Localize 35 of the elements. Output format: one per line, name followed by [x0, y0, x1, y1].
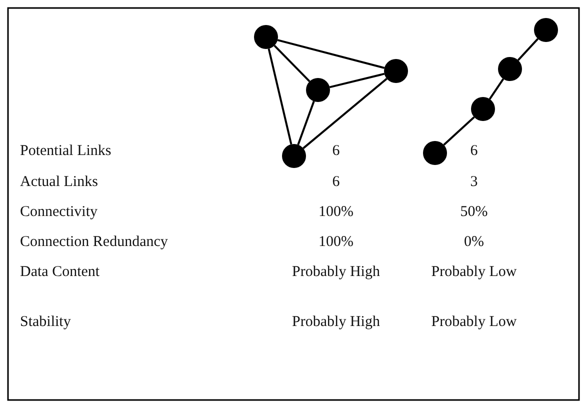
table-value: 6 — [331, 174, 341, 191]
graph-link — [277, 39, 385, 69]
table-value: 3 — [469, 174, 479, 191]
graph-link — [297, 100, 315, 146]
row-label: Connectivity — [20, 204, 98, 221]
graph-vertex — [498, 57, 522, 81]
graph-link — [274, 44, 310, 82]
table-value: Probably Low — [430, 264, 518, 281]
graph-link — [302, 78, 388, 150]
table-value: Probably High — [291, 314, 381, 331]
graph-vertex — [423, 141, 447, 165]
graph-link — [488, 78, 504, 100]
table-value: Probably Low — [430, 314, 518, 331]
table-value: 100% — [318, 234, 354, 251]
graph-link — [268, 48, 292, 145]
graph-vertex — [471, 97, 495, 121]
graph-vertex — [534, 18, 558, 42]
graph-vertex — [282, 144, 306, 168]
row-label: Data Content — [20, 264, 100, 281]
graph-vertex — [306, 78, 330, 102]
table-value: 50% — [459, 204, 489, 221]
table-value: 6 — [469, 143, 479, 160]
graph-link — [329, 72, 385, 88]
graph-link — [443, 116, 475, 146]
table-value: 100% — [318, 204, 354, 221]
graph-vertex — [254, 25, 278, 49]
row-label: Potential Links — [20, 143, 112, 160]
row-label: Connection Redundancy — [20, 234, 168, 251]
row-label: Actual Links — [20, 174, 98, 191]
table-value: 0% — [463, 234, 485, 251]
row-label: Stability — [20, 314, 71, 331]
graph-vertex — [384, 59, 408, 83]
table-value: 6 — [331, 143, 341, 160]
graph-link — [517, 38, 539, 61]
table-value: Probably High — [291, 264, 381, 281]
